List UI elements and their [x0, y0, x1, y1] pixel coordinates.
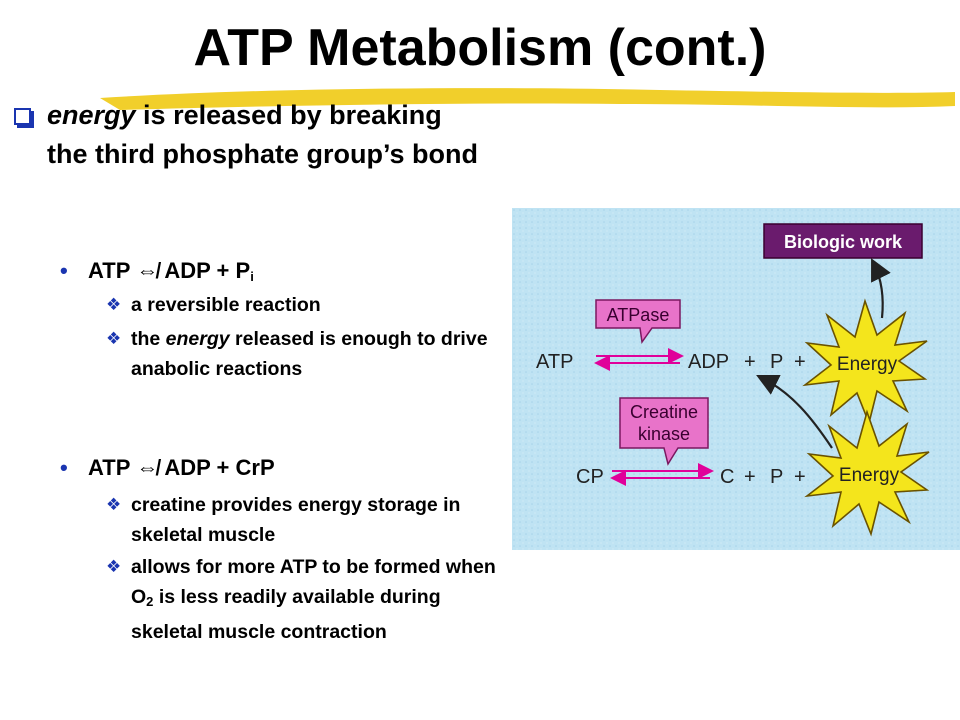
page-title: ATP Metabolism (cont.) [193, 19, 767, 77]
biologic-work-box: Biologic work [763, 223, 923, 259]
dot-bullet-icon: • [60, 258, 68, 283]
eq1-atp: ATP [88, 258, 131, 283]
item-text-post: released is enough to drive anabolic rea… [131, 328, 488, 380]
bullet-energy-released: energy is released by breaking the third… [14, 96, 484, 174]
row2-p: P [770, 466, 783, 488]
item-text: creatine provides energy storage in skel… [131, 494, 461, 546]
energy-burst-2: Energy [804, 409, 930, 537]
item-text-pre: allows for more ATP to be formed when O [131, 556, 496, 608]
diamond-bullet-icon: ❖ [106, 329, 122, 348]
square-bullet-icon [14, 96, 31, 136]
energy-label-1: Energy [837, 354, 898, 375]
row1-plus2: + [794, 351, 806, 373]
list-item: ❖ the energy released is enough to drive… [106, 324, 506, 384]
eq2-rhs: ADP + CrP [164, 455, 275, 480]
list-item: ❖ allows for more ATP to be formed when … [106, 552, 506, 647]
arrow-energy-to-adp [756, 375, 833, 449]
eq1-subscript: i [250, 269, 254, 284]
eq1-rhs: ADP + P [164, 258, 251, 283]
item-text-pre: the [131, 328, 166, 350]
diamond-bullet-icon: ❖ [106, 295, 122, 314]
energy-emphasis: energy [47, 100, 136, 130]
row2-c: C [720, 466, 734, 488]
arrow-to-work [871, 258, 891, 319]
atpase-label: ATPase [607, 305, 670, 325]
equation-atp-adp-crp: • ATP⇎ADP + CrP [60, 454, 275, 482]
row2-plus1: + [744, 466, 756, 488]
eq2-atp: ATP [88, 455, 131, 480]
row2-plus2: + [794, 466, 806, 488]
row1-p: P [770, 351, 783, 373]
kinase-label: kinase [638, 424, 690, 444]
o2-subscript: 2 [146, 594, 154, 609]
creatine-label: Creatine [630, 402, 698, 422]
title-underline [100, 88, 955, 110]
dot-bullet-icon: • [60, 455, 68, 480]
row2-cp: CP [576, 466, 604, 488]
biologic-work-label: Biologic work [784, 232, 903, 252]
list-item: ❖ a reversible reaction [106, 290, 506, 320]
item-text-post: is less readily available during skeleta… [131, 586, 441, 643]
diamond-bullet-icon: ❖ [106, 557, 122, 576]
bullet1-text: is released by breaking the third phosph… [47, 100, 478, 169]
row1-plus1: + [744, 351, 756, 373]
energy-emphasis: energy [165, 328, 230, 350]
row1-adp: ADP [688, 351, 729, 373]
diamond-bullet-icon: ❖ [106, 495, 122, 514]
atp-creatine-diagram: Biologic work ATPase ATP ADP + P + Energ… [512, 208, 960, 550]
reversible-arrow-icon: ⇎ [136, 455, 159, 480]
list-item: ❖ creatine provides energy storage in sk… [106, 490, 506, 550]
equation-atp-adp-pi: • ATP⇎ADP + Pi [60, 257, 254, 291]
row1-atp: ATP [536, 351, 573, 373]
atpase-callout: ATPase [595, 299, 681, 344]
energy-label-2: Energy [839, 465, 900, 486]
item-text: a reversible reaction [131, 294, 321, 316]
creatine-kinase-callout: Creatine kinase [619, 397, 709, 466]
reversible-arrow-icon: ⇎ [136, 258, 159, 283]
